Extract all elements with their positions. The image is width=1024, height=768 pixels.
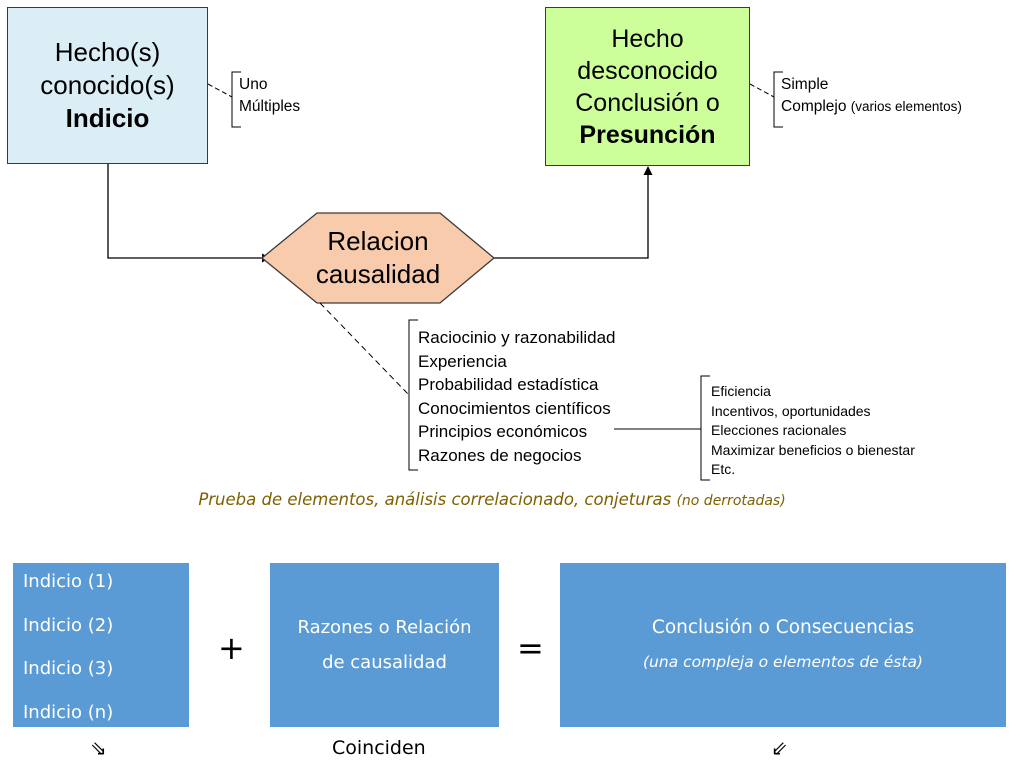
indicio-item: Indicio (1): [23, 571, 114, 592]
reasons-box-line-2: de causalidad: [322, 652, 447, 673]
unknown-type-complex: Complejo: [781, 98, 847, 115]
conclusion-box: Conclusión o Consecuencias (una compleja…: [560, 563, 1006, 727]
reasons-box-line-1: Razones o Relación: [297, 617, 472, 638]
caption-note: (no derrotadas): [676, 493, 786, 509]
known-line-3: Indicio: [65, 103, 150, 133]
caption-main: Prueba de elementos, análisis correlacio…: [198, 490, 672, 509]
indicio-item: Indicio (2): [23, 614, 114, 636]
known-type-item: Múltiples: [239, 98, 301, 115]
unknown-type-complex-row: Complejo (varios elementos): [781, 96, 962, 118]
reason-item: Razones de negocios: [418, 445, 582, 465]
economic-principles-list: Eficiencia Incentivos, oportunidades Ele…: [711, 382, 915, 480]
known-fact-box: Hecho(s) conocido(s) Indicio: [7, 7, 208, 164]
arrow-down-right-icon: ⇘: [90, 736, 107, 760]
bracket-reasons: [408, 319, 418, 471]
economic-item: Incentivos, oportunidades: [711, 402, 871, 419]
arrow-relation-to-unknown: [494, 172, 649, 259]
unknown-fact-box: Hecho desconocido Conclusión o Presunció…: [545, 7, 750, 166]
equals-sign: =: [517, 629, 544, 667]
evidence-caption: Prueba de elementos, análisis correlacio…: [0, 490, 984, 509]
economic-item: Eficiencia: [711, 383, 771, 399]
arrow-head-unknown: [643, 166, 653, 175]
reason-item: Probabilidad estadística: [418, 375, 599, 394]
relation-hexagon: [260, 212, 496, 304]
reasons-list: Raciocinio y razonabilidad Experiencia P…: [418, 326, 616, 467]
economic-item: Elecciones racionales: [711, 422, 847, 438]
unknown-line-1: Hecho: [611, 24, 684, 53]
reason-item: Raciocinio y razonabilidad: [418, 328, 616, 347]
arrow-known-to-relation: [107, 164, 262, 259]
dash-known-types: [207, 83, 233, 98]
known-line-2: conocido(s): [40, 70, 175, 100]
indicio-item: Indicio (n): [23, 701, 114, 723]
relation-line-1: Relacion: [327, 226, 429, 256]
unknown-line-4: Presunción: [579, 120, 716, 149]
arrow-down-left-icon: ⇙: [771, 736, 788, 760]
known-types-list: Uno Múltiples: [239, 74, 300, 118]
unknown-type-simple: Simple: [781, 76, 829, 93]
relation-line-2: causalidad: [315, 259, 441, 289]
dash-unknown-types: [749, 83, 775, 98]
dash-relation-reasons: [319, 302, 410, 396]
known-line-1: Hecho(s): [54, 37, 161, 67]
indicios-box: Indicio (1) Indicio (2) Indicio (3) Indi…: [13, 563, 189, 727]
bracket-known-types: [231, 71, 241, 128]
plus-sign: +: [218, 629, 245, 667]
unknown-line-3: Conclusión o: [575, 88, 720, 117]
conclusion-title: Conclusión o Consecuencias: [651, 617, 915, 638]
reasons-box: Razones o Relación de causalidad: [270, 563, 499, 727]
bracket-unknown-types: [773, 71, 783, 128]
reason-item: Experiencia: [418, 351, 507, 371]
relation-label: Relacion causalidad: [262, 213, 494, 303]
reason-item: Conocimientos científicos: [418, 398, 611, 418]
indicio-item: Indicio (3): [23, 658, 114, 679]
unknown-line-2: desconocido: [577, 56, 718, 85]
coinciden-label: Coinciden: [332, 737, 426, 759]
economic-item: Etc.: [711, 461, 736, 477]
bracket-economic: [700, 375, 710, 481]
unknown-types-list: Simple Complejo (varios elementos): [781, 74, 962, 118]
unknown-type-complex-note: (varios elementos): [850, 99, 962, 114]
conclusion-note: (una compleja o elementos de ésta): [643, 653, 923, 671]
reason-item: Principios económicos: [418, 422, 588, 441]
economic-item: Maximizar beneficios o bienestar: [711, 441, 915, 458]
known-type-item: Uno: [239, 76, 268, 93]
